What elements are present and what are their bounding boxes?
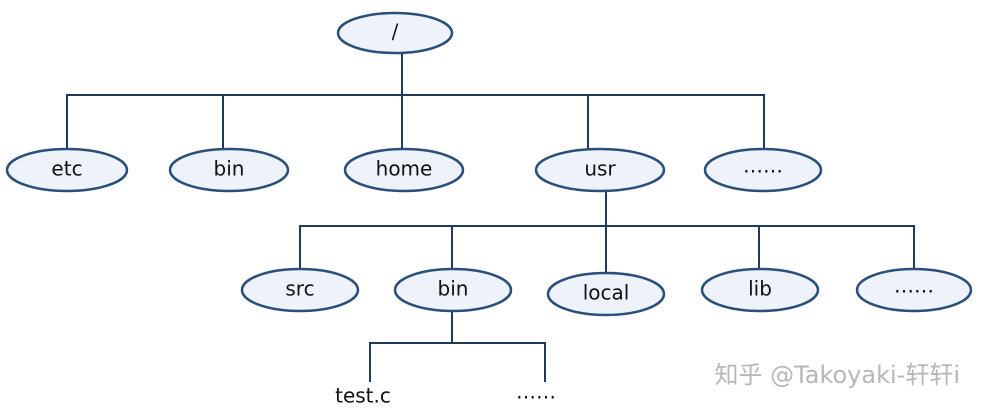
node-usr-bin: bin (393, 267, 513, 313)
node-bin-ellipse (168, 147, 290, 193)
node-test-c-label: test.c (335, 384, 391, 408)
node-src-label: src (285, 277, 314, 301)
node-home: home (343, 147, 465, 193)
node-lib-label: lib (748, 277, 772, 301)
node-root-label: / (392, 20, 399, 44)
node-src: src (240, 267, 360, 313)
node-root-ellipse (336, 11, 454, 55)
node-local: local (546, 271, 666, 317)
node-home-ellipse (343, 147, 465, 193)
node-more1-ellipse (703, 147, 823, 193)
tree-connectors (66, 51, 915, 382)
node-lib: lib (700, 267, 820, 313)
node-more2-label: …… (894, 274, 934, 298)
node-usr-bin-ellipse (393, 267, 513, 313)
node-home-label: home (376, 157, 433, 181)
node-usr-label: usr (584, 157, 616, 181)
watermark-text: 知乎 @Takoyaki-轩轩i (714, 361, 960, 389)
node-more1-label: …… (743, 154, 783, 178)
node-root: / (336, 11, 454, 55)
node-local-ellipse (546, 271, 666, 317)
node-usr-ellipse (534, 147, 666, 193)
node-lib-ellipse (700, 267, 820, 313)
node-local-label: local (583, 281, 630, 305)
node-more2: …… (855, 267, 973, 313)
node-bin-label: bin (214, 157, 245, 181)
node-etc: etc (5, 147, 129, 193)
node-etc-ellipse (5, 147, 129, 193)
node-usr: usr (534, 147, 666, 193)
node-etc-label: etc (51, 157, 82, 181)
node-more2-ellipse (855, 267, 973, 313)
node-more1: …… (703, 147, 823, 193)
node-src-ellipse (240, 267, 360, 313)
node-more3-label: …… (516, 380, 556, 404)
node-usr-bin-label: bin (438, 277, 469, 301)
node-bin: bin (168, 147, 290, 193)
